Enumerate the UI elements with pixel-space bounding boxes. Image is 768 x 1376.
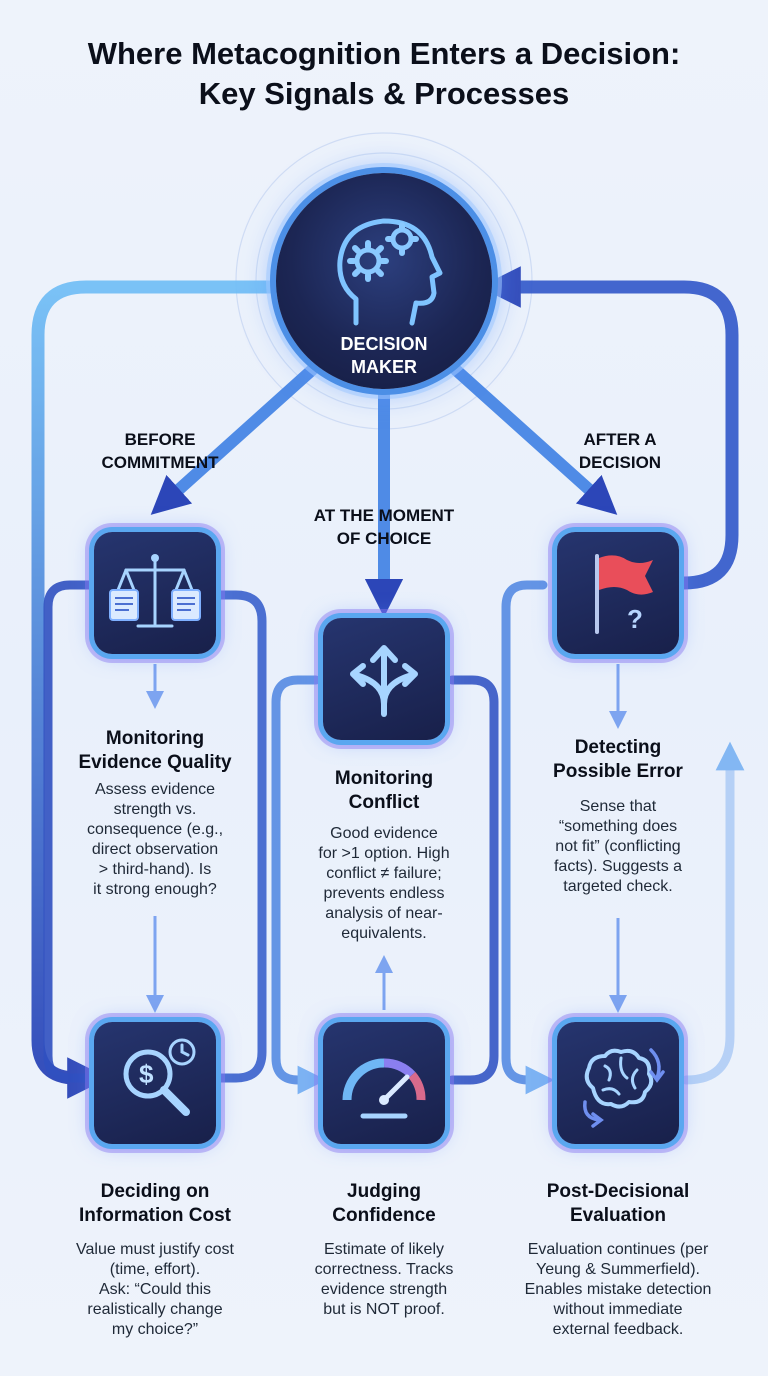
head-with-gears-icon — [337, 218, 443, 326]
phase-before-commitment: BEFORE COMMITMENT — [101, 430, 219, 472]
node-detecting-possible-error: ? — [557, 532, 679, 654]
node-post-decisional-evaluation — [557, 1022, 679, 1144]
node-deciding-information-cost: $ — [94, 1022, 216, 1144]
flow-evaluation-return — [681, 741, 745, 1085]
flow-conflict-to-confidence — [447, 675, 499, 1085]
decision-maker-hub: DECISION MAKER — [276, 173, 492, 389]
flow-lane-middle-right — [501, 580, 555, 1095]
arrow-hub-to-evidence — [150, 364, 318, 515]
flow-cost-to-conflict — [215, 590, 267, 1083]
dollar-magnifier-clock-icon: $ — [123, 1038, 196, 1116]
flow-evidence-to-cost — [43, 580, 94, 1083]
node-monitoring-conflict — [323, 618, 445, 740]
balance-scale-icon — [109, 554, 201, 628]
heading-post-decisional-evaluation: Post-Decisional Evaluation — [546, 1181, 690, 1226]
heading-deciding-information-cost: Deciding on Information Cost — [79, 1181, 231, 1226]
desc-post-decisional-evaluation: Evaluation continues (per Yeung & Summer… — [524, 1241, 712, 1338]
brain-refresh-icon — [583, 1048, 665, 1128]
heading-monitoring-evidence-quality: Monitoring Evidence Quality — [78, 728, 232, 773]
svg-text:$: $ — [139, 1059, 154, 1089]
branching-arrows-icon — [350, 645, 418, 717]
loop-right-outer — [479, 266, 739, 590]
svg-text:?: ? — [627, 604, 643, 634]
desc-monitoring-conflict: Good evidence for >1 option. High confli… — [318, 825, 450, 942]
node-judging-confidence — [323, 1022, 445, 1144]
heading-detecting-possible-error: Detecting Possible Error — [553, 737, 683, 782]
desc-detecting-possible-error: Sense that “something does not fit” (con… — [553, 798, 683, 895]
flag-question-icon: ? — [595, 554, 653, 634]
desc-monitoring-evidence-quality: Assess evidence strength vs. consequence… — [86, 781, 224, 898]
heading-judging-confidence: Judging Confidence — [332, 1181, 436, 1226]
flow-lane-middle-left — [271, 675, 327, 1095]
hub-label: DECISION MAKER — [340, 334, 428, 377]
desc-deciding-information-cost: Value must justify cost (time, effort). … — [76, 1241, 234, 1338]
page-title: Where Metacognition Enters a Decision: K… — [87, 36, 681, 111]
gauge-icon — [342, 1058, 426, 1119]
loop-left-outer — [31, 280, 283, 1099]
phase-after-decision: AFTER A DECISION — [578, 430, 662, 472]
desc-judging-confidence: Estimate of likely correctness. Tracks e… — [314, 1241, 454, 1318]
arrow-hub-to-error — [450, 364, 618, 515]
phase-moment-of-choice: AT THE MOMENT OF CHOICE — [313, 506, 455, 548]
node-monitoring-evidence-quality — [94, 532, 216, 654]
heading-monitoring-conflict: Monitoring Conflict — [334, 768, 434, 813]
